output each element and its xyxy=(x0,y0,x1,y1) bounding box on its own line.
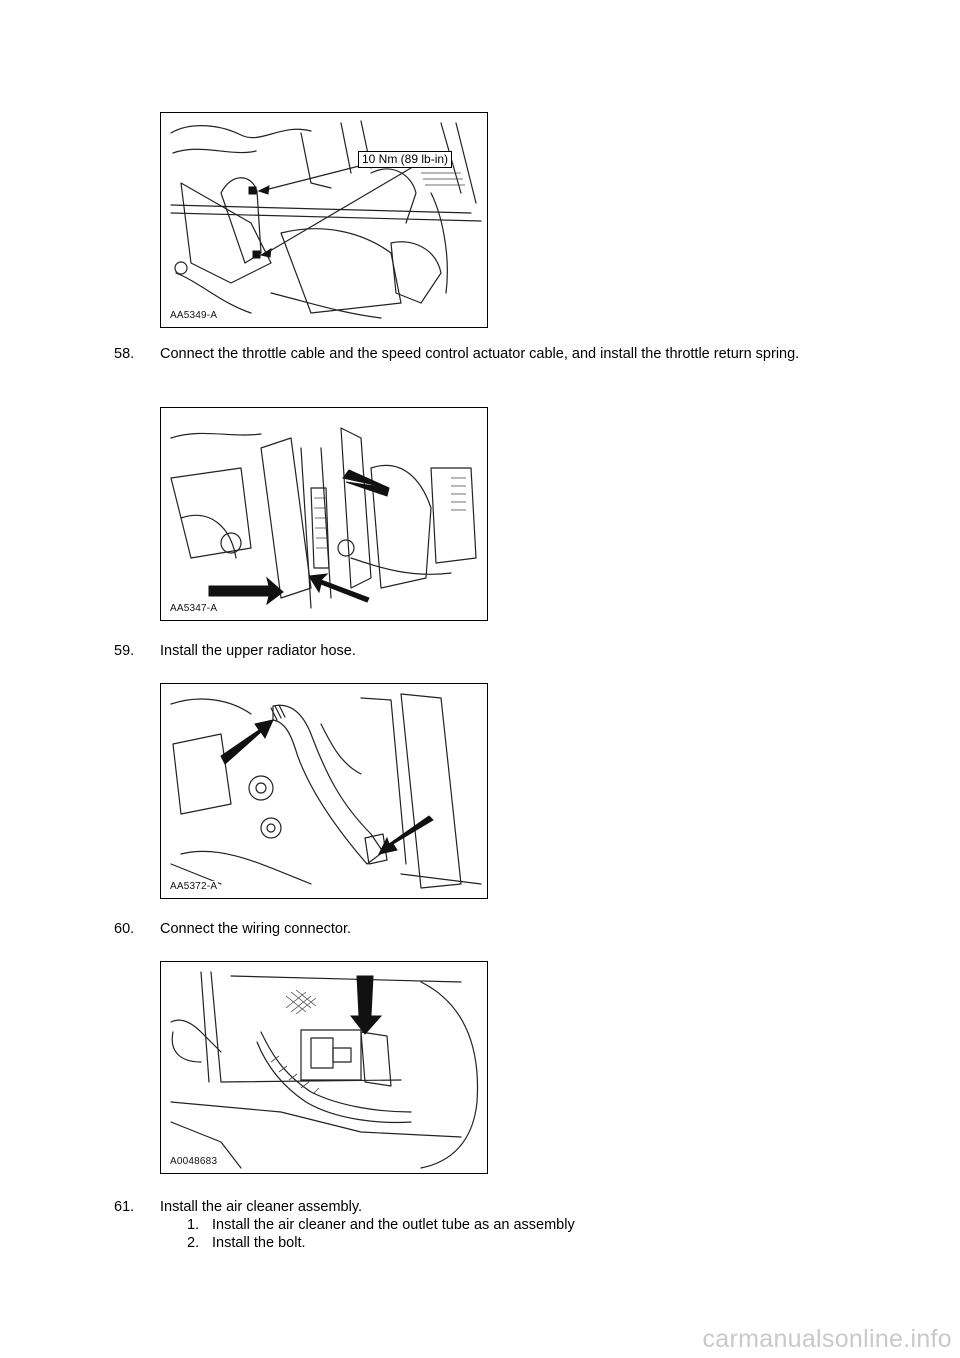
step-59: 59. Install the upper radiator hose. xyxy=(114,642,854,662)
substep-1: 1. Install the air cleaner and the outle… xyxy=(187,1216,787,1236)
step-text: Install the air cleaner assembly. xyxy=(160,1199,363,1215)
step-text: Connect the throttle cable and the speed… xyxy=(160,346,800,362)
figure-code: A0048683 xyxy=(169,1156,219,1167)
throttle-bracket-illustration xyxy=(170,120,482,319)
step-58: 58. Connect the throttle cable and the s… xyxy=(114,345,854,385)
radiator-hose-illustration xyxy=(170,693,482,889)
step-number: 58. xyxy=(114,346,135,362)
figure-radiator-hose: AA5372-A xyxy=(160,683,488,899)
substep-2: 2. Install the bolt. xyxy=(187,1234,787,1254)
step-text: Install the upper radiator hose. xyxy=(160,643,356,659)
wiring-connector-illustration xyxy=(170,971,479,1169)
figure-throttle-cables: AA5347-A xyxy=(160,407,488,621)
figure-code: AA5347-A xyxy=(169,603,219,614)
watermark: carmanualsonline.info xyxy=(702,1325,952,1353)
throttle-cables-illustration xyxy=(170,427,477,609)
step-number: 59. xyxy=(114,643,135,659)
figure-wiring-connector: A0048683 xyxy=(160,961,488,1174)
step-61: 61. Install the air cleaner assembly. xyxy=(114,1198,854,1218)
substep-number: 1. xyxy=(187,1217,200,1233)
torque-callout: 10 Nm (89 lb-in) xyxy=(358,151,453,168)
figure-code: AA5349-A xyxy=(169,310,219,321)
step-number: 60. xyxy=(114,921,135,937)
step-text: Connect the wiring connector. xyxy=(160,921,352,937)
figure-throttle-bracket: 10 Nm (89 lb-in) AA5349-A xyxy=(160,112,488,328)
substep-text: Install the bolt. xyxy=(212,1235,306,1251)
substep-number: 2. xyxy=(187,1235,200,1251)
figure-code: AA5372-A xyxy=(169,881,219,892)
step-number: 61. xyxy=(114,1199,135,1215)
step-60: 60. Connect the wiring connector. xyxy=(114,920,854,940)
substep-text: Install the air cleaner and the outlet t… xyxy=(212,1217,575,1233)
